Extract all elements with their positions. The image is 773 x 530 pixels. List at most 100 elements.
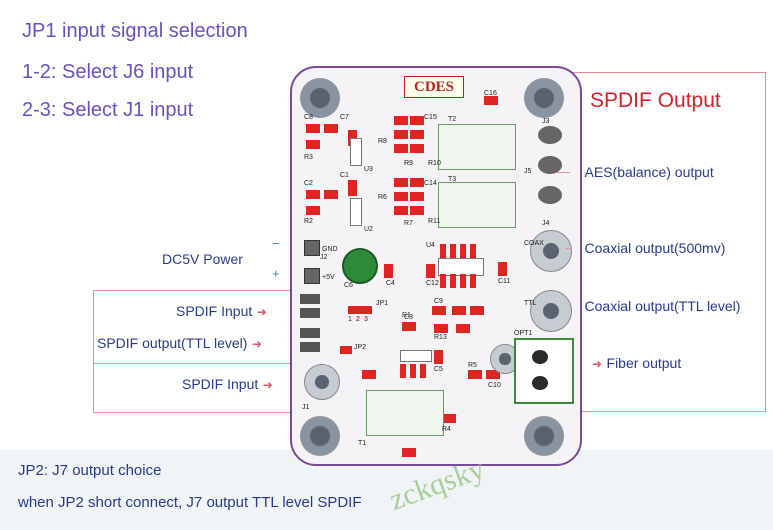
smd-component [486, 370, 500, 379]
ic-pin [470, 274, 476, 288]
power-header-pin [304, 268, 320, 284]
aes-pin [538, 186, 562, 204]
connector-line [556, 172, 570, 173]
minus-sign-icon: − [272, 236, 280, 251]
smd-component [348, 180, 357, 196]
smd-component [452, 306, 466, 315]
dc5v-power-label: DC5V Power [162, 251, 243, 267]
ic-pin [420, 364, 426, 378]
silk-label: U2 [364, 226, 373, 233]
silk-label: J1 [302, 404, 310, 411]
smd-component [410, 206, 424, 215]
jp1-title: JP1 input signal selection [22, 20, 248, 42]
coax-ttl-label: Coaxial output(TTL level) [584, 298, 741, 314]
silk-label: C16 [484, 90, 497, 97]
power-header-pin [304, 240, 320, 256]
silk-label: C1 [340, 172, 349, 179]
spdif-output-ttl-label: SPDIF output(TTL level) [97, 335, 248, 351]
silk-label: U4 [426, 242, 435, 249]
silk-label: J3 [542, 118, 550, 125]
ic-pin [440, 244, 446, 258]
silk-label: 2 [356, 316, 360, 323]
spdif-input-2-callout: SPDIF Input ➜ [182, 376, 273, 394]
ttl-jack-icon [530, 290, 572, 332]
silk-label: C6 [344, 282, 353, 289]
spdif-input-1-callout: SPDIF Input ➜ [176, 303, 267, 321]
silk-label: 1 [348, 316, 352, 323]
electrolytic-capacitor-icon [342, 248, 378, 284]
smd-component [402, 322, 416, 331]
jp1-option-2-3: 2-3: Select J1 input [22, 99, 194, 121]
smd-component [410, 144, 424, 153]
arrow-right-icon: ➜ [262, 378, 273, 392]
jp2-line-1: JP2: J7 output choice [18, 462, 162, 479]
smd-component [434, 324, 448, 333]
silk-label: U3 [364, 166, 373, 173]
smd-component [410, 130, 424, 139]
smd-component [426, 264, 435, 278]
aes-output-callout: ➜ AES(balance) output [570, 164, 714, 182]
smd-component [498, 262, 507, 276]
silk-label: R1 [402, 312, 411, 319]
silk-label: C10 [488, 382, 501, 389]
fiber-optic-module [514, 338, 574, 404]
silk-label: C2 [304, 180, 313, 187]
ic-pin [450, 244, 456, 258]
mounting-hole-icon [300, 416, 340, 456]
silk-label: COAX [524, 240, 544, 247]
spdif-input-2-label: SPDIF Input [182, 376, 259, 392]
smd-component [394, 130, 408, 139]
arrow-left-icon: ➜ [251, 337, 262, 351]
mounting-hole-icon [524, 416, 564, 456]
transformer-t1 [366, 390, 444, 436]
silk-label: C4 [386, 280, 395, 287]
transformer-t2 [438, 124, 516, 170]
pcb-board: CDES [290, 66, 582, 466]
transformer-t3 [438, 182, 516, 228]
smd-component [410, 178, 424, 187]
silk-label: R9 [404, 160, 413, 167]
jp2-line-2: when JP2 short connect, J7 output TTL le… [18, 494, 362, 511]
silk-label: R2 [304, 218, 313, 225]
smd-component [306, 206, 320, 215]
ic-u3 [350, 138, 362, 166]
smd-component [394, 178, 408, 187]
silk-label: C14 [424, 180, 437, 187]
fiber-output-label: Fiber output [606, 355, 682, 371]
spdif-input-1-label: SPDIF Input [176, 303, 253, 319]
coax-500-callout: ➜ Coaxial output(500mv) [570, 240, 725, 258]
ic-pin [460, 274, 466, 288]
silk-label: R13 [434, 334, 447, 341]
smd-component [384, 264, 393, 278]
smd-component [306, 140, 320, 149]
silk-label: R10 [428, 160, 441, 167]
silk-label: JP1 [376, 300, 389, 307]
ic-pin [450, 274, 456, 288]
smd-component [324, 124, 338, 133]
ic-pin [410, 364, 416, 378]
ic-pin [460, 244, 466, 258]
smd-component [432, 306, 446, 315]
ic-u2 [350, 198, 362, 226]
coax-jack-icon [530, 230, 572, 272]
aes-pin [538, 156, 562, 174]
header-pin [300, 328, 320, 338]
fiber-callout: ➜ Fiber output [592, 355, 681, 373]
silk-label: +5V [322, 274, 335, 281]
smd-component [442, 414, 456, 423]
silk-label: R3 [304, 154, 313, 161]
ic-pin [470, 244, 476, 258]
spdif-input-jack-icon [304, 364, 340, 400]
aes-pin [538, 126, 562, 144]
silk-label: J4 [542, 220, 550, 227]
silk-label: 3 [364, 316, 368, 323]
silk-label: C9 [434, 298, 443, 305]
silk-label: TTL [524, 300, 537, 307]
silk-label: C11 [498, 278, 511, 285]
silk-label: R8 [378, 138, 387, 145]
silk-label: JP2 [354, 344, 367, 351]
silk-label: OPT1 [514, 330, 533, 337]
header-pin [300, 294, 320, 304]
spdif-output-title: SPDIF Output [590, 89, 721, 112]
silk-label: R11 [428, 218, 441, 225]
